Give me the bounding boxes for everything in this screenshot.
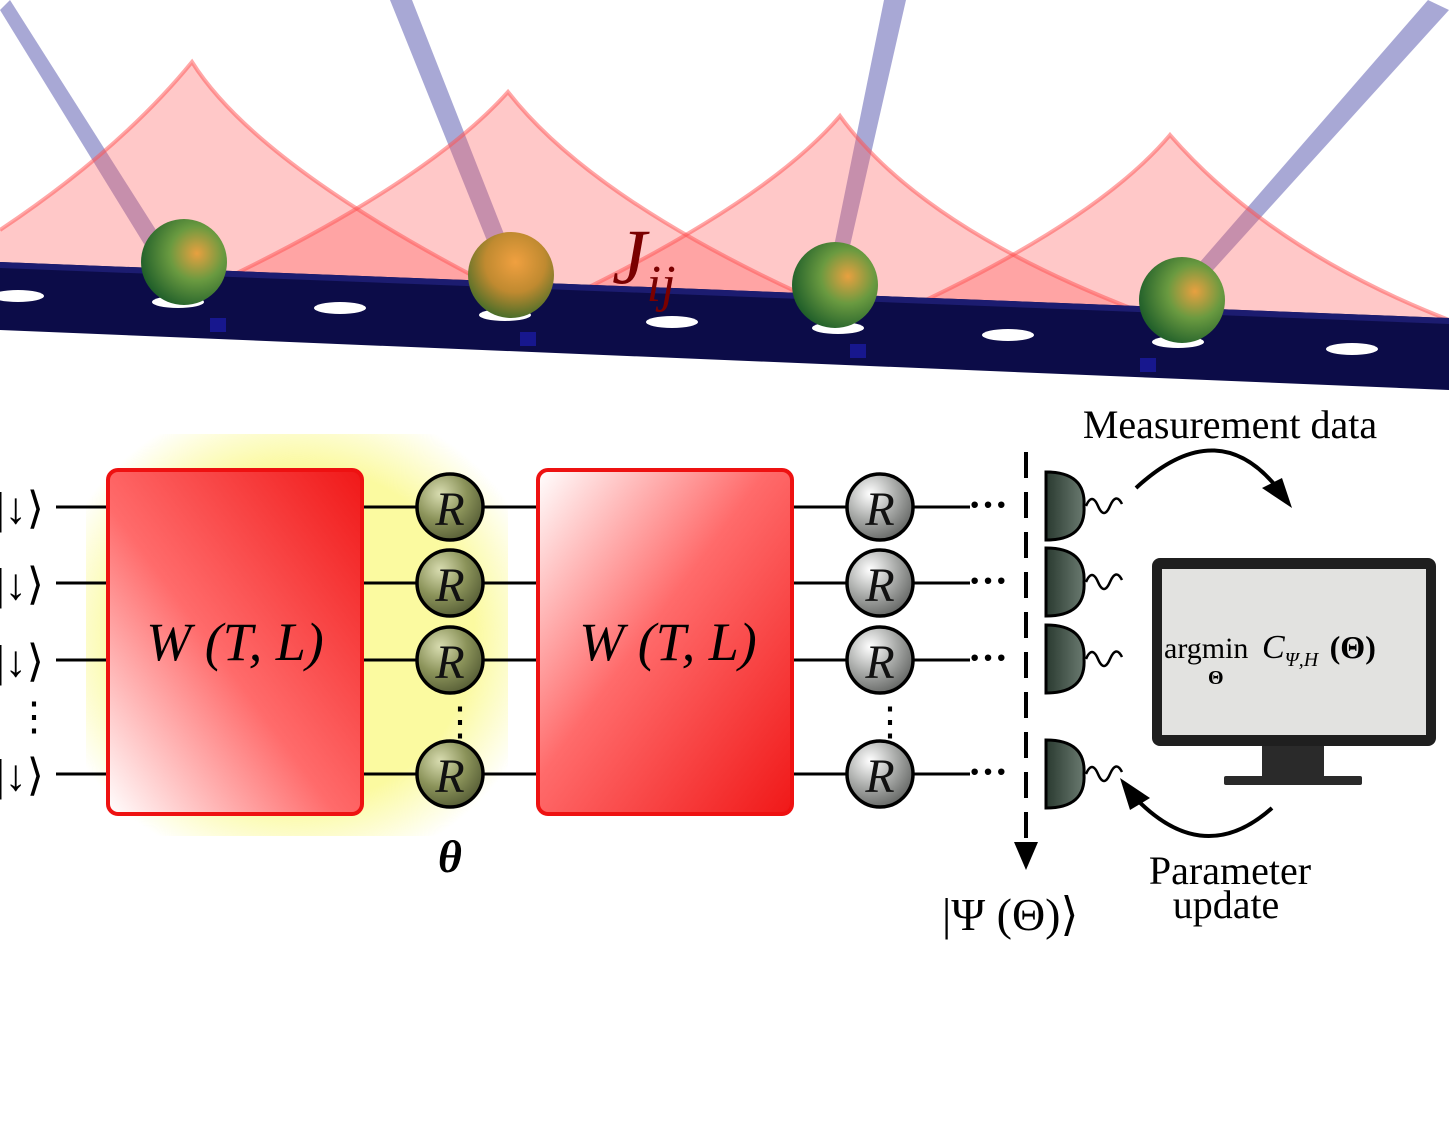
w-block-1-label: W (T, L) <box>146 612 324 672</box>
input-states: |↓⟩ |↓⟩ |↓⟩ ⋮ |↓⟩ <box>0 484 54 800</box>
laser-beams <box>0 0 1449 290</box>
coupling-subscript: ij <box>647 256 676 313</box>
update-arrowhead-icon <box>1120 778 1150 810</box>
measurement-cut <box>1014 452 1038 870</box>
svg-text:R: R <box>864 750 894 803</box>
quantum-circuit: |↓⟩ |↓⟩ |↓⟩ ⋮ |↓⟩ W (T, L) W (T, L) R R <box>0 402 1436 940</box>
input-state-1: |↓⟩ <box>0 484 44 533</box>
measurement-arrowhead-icon <box>1262 478 1292 508</box>
svg-text:R: R <box>434 750 464 803</box>
w-block-2-label: W (T, L) <box>579 612 757 672</box>
svg-text:R: R <box>434 483 464 536</box>
w-block-2: W (T, L) <box>536 468 794 816</box>
measurement-arrow <box>1134 448 1284 496</box>
input-state-n: |↓⟩ <box>0 751 44 800</box>
gate-vertical-dots: ⋮ <box>440 699 480 744</box>
detector <box>1044 623 1124 695</box>
lattice-scene: Jij <box>0 0 1449 390</box>
measurement-data-label: Measurement data <box>1083 402 1378 447</box>
detectors <box>1044 470 1124 810</box>
input-vertical-dots: ⋮ <box>14 694 54 739</box>
rotation-gates-2: R R R ⋮ R <box>845 472 915 809</box>
svg-text:R: R <box>864 483 894 536</box>
svg-text:R: R <box>864 559 894 612</box>
argmin-subscript: Θ <box>1208 667 1224 689</box>
continuation-dots: ··· ··· ··· ··· <box>968 482 1008 794</box>
svg-text:R: R <box>434 636 464 689</box>
parameter-update-line1: Parameter <box>1149 848 1311 893</box>
rotation-gate: R <box>845 625 915 695</box>
detector <box>1044 470 1124 542</box>
atoms <box>141 219 1225 343</box>
output-state-label: |Ψ (Θ)⟩ <box>942 889 1078 940</box>
w-block-1: W (T, L) <box>106 468 364 816</box>
computer-monitor-icon: argmin CΨ,H (Θ) Θ <box>1152 558 1436 785</box>
parameter-update-line2: update <box>1173 882 1280 927</box>
svg-text:···: ··· <box>968 749 1008 794</box>
input-state-2: |↓⟩ <box>0 560 44 609</box>
coupling-label: Jij <box>612 213 676 313</box>
rotation-gate: R <box>415 739 485 809</box>
rotation-gate: R <box>845 548 915 618</box>
detector <box>1044 546 1124 618</box>
rotation-gate: R <box>415 625 485 695</box>
feedback-arrows <box>1120 448 1292 839</box>
svg-text:···: ··· <box>968 635 1008 680</box>
detector <box>1044 738 1124 810</box>
gate-vertical-dots-2: ⋮ <box>870 699 910 744</box>
rotation-gate: R <box>415 548 485 618</box>
cost-function-label: argmin CΨ,H (Θ) <box>1164 629 1376 673</box>
rotation-gates-1: R R R ⋮ R <box>415 472 485 809</box>
rotation-gate: R <box>845 472 915 542</box>
rotation-gate: R <box>415 472 485 542</box>
input-state-3: |↓⟩ <box>0 637 44 686</box>
update-arrow <box>1126 788 1274 839</box>
red-laser-cones <box>0 58 1449 340</box>
svg-text:···: ··· <box>968 558 1008 603</box>
svg-text:R: R <box>434 559 464 612</box>
theta-label: θ <box>438 831 462 882</box>
rotation-gate: R <box>845 739 915 809</box>
svg-text:R: R <box>864 636 894 689</box>
svg-text:···: ··· <box>968 482 1008 527</box>
